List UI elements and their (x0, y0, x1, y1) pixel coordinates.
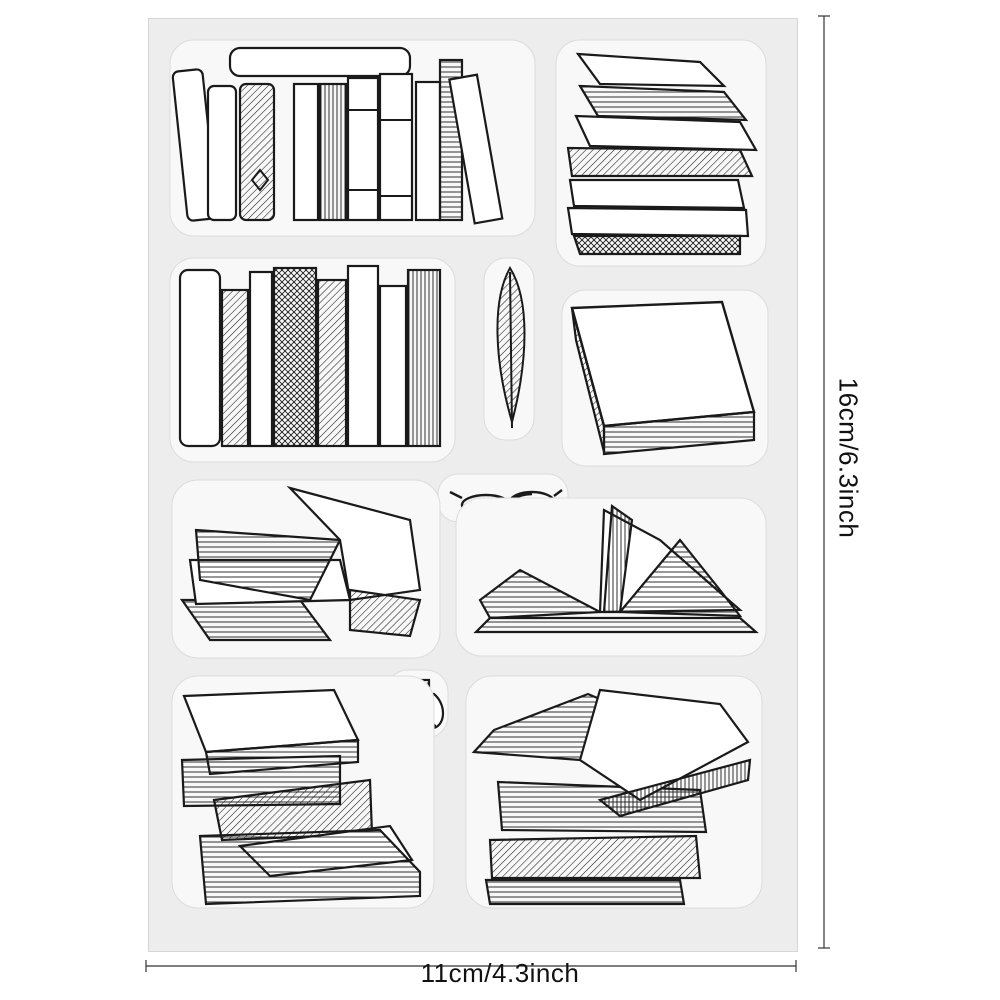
book-row-upper-stamp (169, 39, 536, 237)
width-dimension-label: 11cm/4.3inch (420, 958, 580, 988)
closed-book-stamp (561, 289, 769, 467)
open-book-fanned-stamp (455, 497, 767, 657)
height-dimension-line (818, 15, 830, 949)
height-dimension-label: 16cm/6.3inch (833, 377, 864, 539)
book-row-lower-stamp (169, 257, 456, 463)
open-book-on-stack-stamp (171, 479, 441, 659)
tilted-book-stack-stamp (555, 39, 767, 267)
width-dimension-line (145, 960, 797, 972)
feather-quill-stamp (483, 257, 535, 441)
open-book-on-pile-stamp (465, 675, 763, 909)
messy-book-pile-stamp (171, 675, 435, 909)
